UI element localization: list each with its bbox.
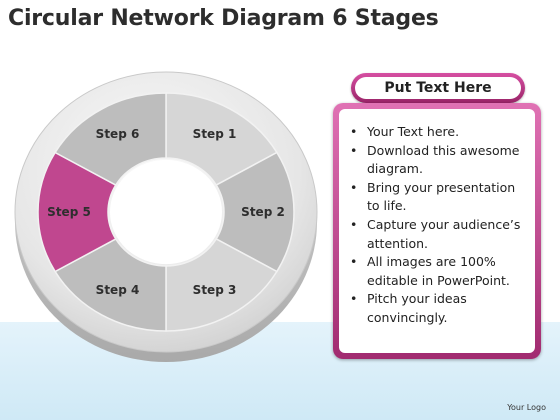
text-panel-header-label: Put Text Here (355, 77, 521, 99)
bullet-item: All images are 100% editable in PowerPoi… (347, 253, 529, 290)
ring-segment-5 (37, 151, 117, 273)
bullet-item: Capture your audience’s attention. (347, 216, 529, 253)
ring-segment-1 (165, 92, 278, 187)
page-title: Circular Network Diagram 6 Stages (8, 6, 439, 31)
ring-segment-2 (215, 151, 295, 273)
step-label-2: Step 2 (241, 205, 285, 219)
bullet-item: Pitch your ideas convincingly. (347, 290, 529, 327)
text-panel-header: Put Text Here (351, 73, 525, 103)
bullet-item: Bring your presentation to life. (347, 179, 529, 216)
text-panel: Your Text here. Download this awesome di… (333, 103, 541, 359)
bullet-item: Download this awesome diagram. (347, 142, 529, 179)
ring-segment-6 (54, 92, 167, 187)
step-label-3: Step 3 (193, 283, 237, 297)
step-label-6: Step 6 (96, 127, 140, 141)
ring-center-hole (110, 159, 222, 265)
step-label-1: Step 1 (193, 127, 237, 141)
ring-segment-3 (165, 237, 278, 332)
bullet-item: Your Text here. (347, 123, 529, 142)
step-label-4: Step 4 (96, 283, 140, 297)
bullet-list: Your Text here. Download this awesome di… (347, 123, 529, 328)
ring-segment-4 (54, 237, 167, 332)
step-label-5: Step 5 (47, 205, 91, 219)
text-panel-body: Your Text here. Download this awesome di… (339, 109, 535, 353)
logo-placeholder: Your Logo (507, 403, 546, 412)
